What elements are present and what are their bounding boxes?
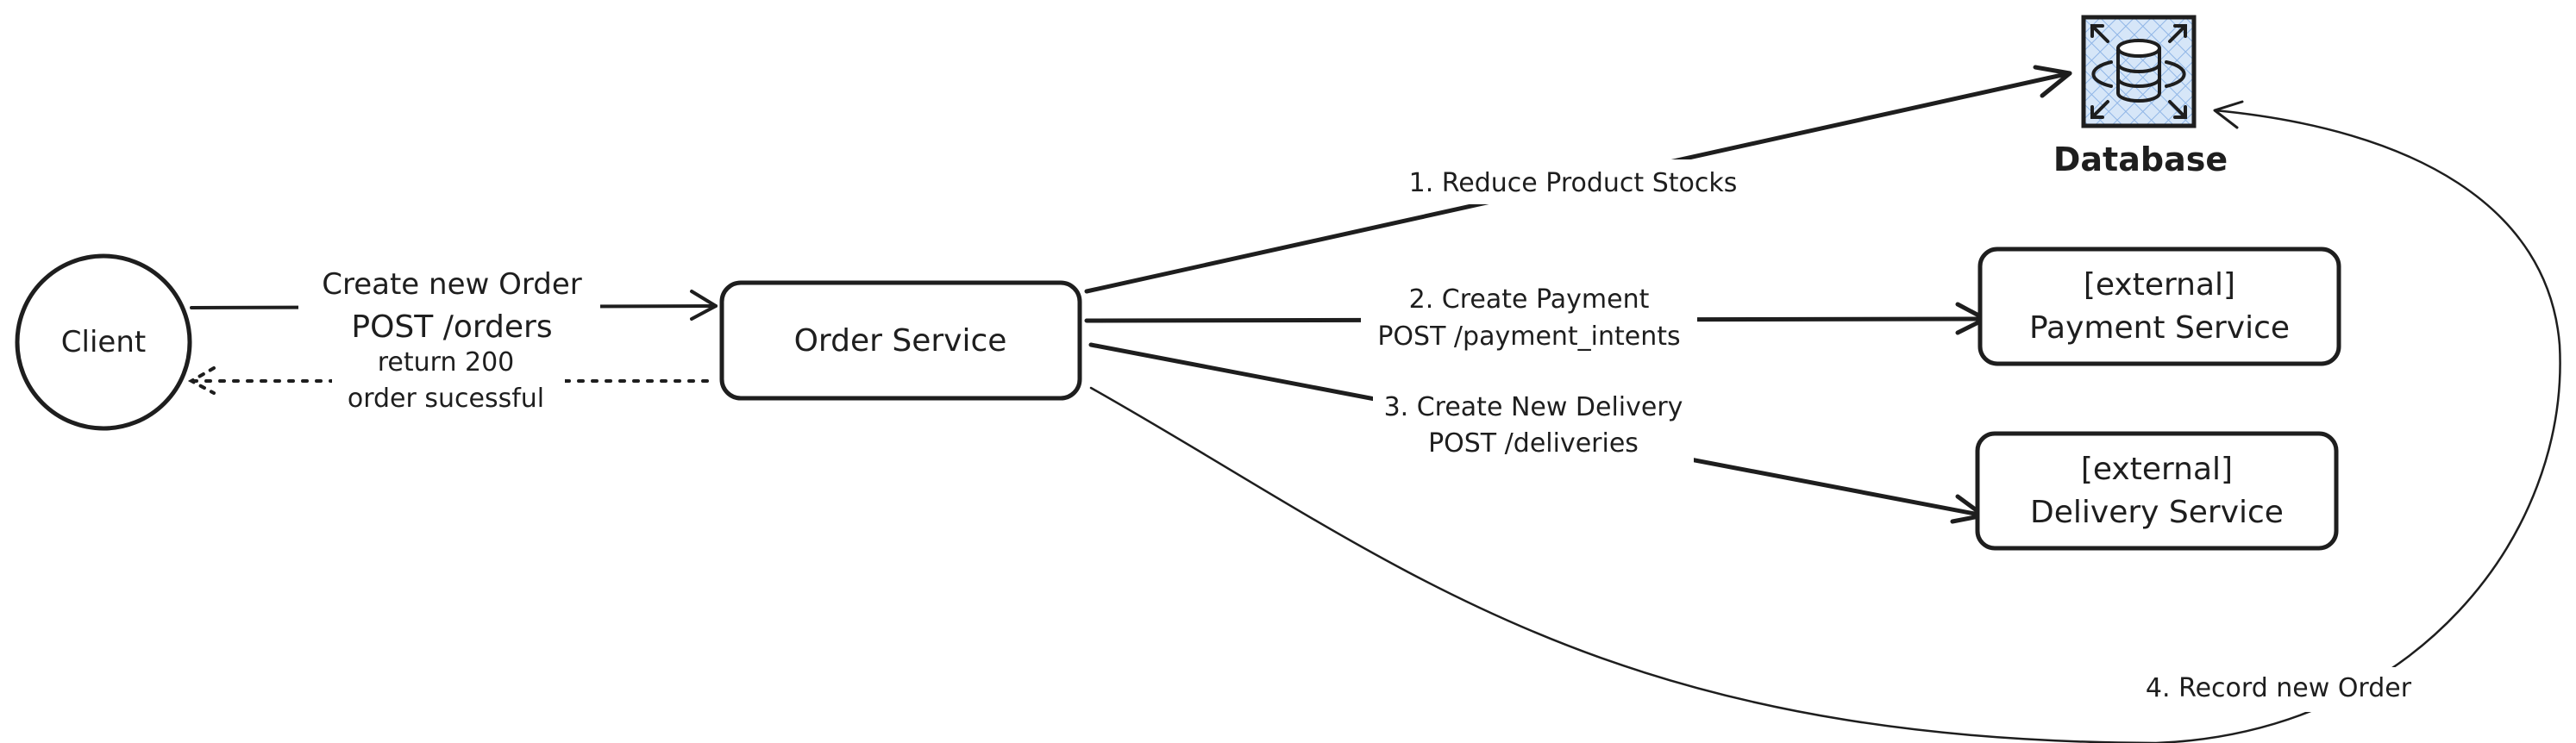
edge-create-payment-label-line1: 2. Create Payment (1409, 284, 1650, 315)
edge-reduce-stocks: 1. Reduce Product Stocks (1084, 65, 2072, 294)
edge-record-order-curve (1089, 109, 2561, 743)
edge-reduce-stocks-label: 1. Reduce Product Stocks (1409, 168, 1738, 198)
edge-create-delivery-label-line2: POST /deliveries (1428, 428, 1639, 459)
node-delivery-service: [external] Delivery Service (1975, 431, 2339, 551)
edge-create-order-label-bg (298, 263, 600, 351)
client-label: Client (61, 325, 146, 359)
edge-create-delivery-label-line1: 3. Create New Delivery (1384, 392, 1683, 422)
node-client: Client (15, 253, 192, 431)
edge-create-payment-label-line2: POST /payment_intents (1377, 322, 1680, 352)
payment-service-label-line1: [external] (2084, 267, 2235, 303)
edge-order-response-label-bg (332, 345, 565, 417)
edge-create-order: Create new Order POST /orders (190, 263, 718, 351)
arrowhead-icon (187, 366, 216, 395)
node-order-service: Order Service (719, 280, 1082, 401)
arrowhead-icon (2213, 100, 2244, 129)
order-service-box (719, 280, 1082, 401)
edge-order-response-label-line2: order sucessful (348, 384, 544, 414)
edge-record-order-label: 4. Record new Order (2146, 673, 2412, 703)
database-label: Database (2053, 140, 2228, 178)
edge-create-payment: 2. Create Payment POST /payment_intents (1084, 280, 1988, 359)
node-database: Database (2053, 15, 2228, 178)
edge-record-order: 4. Record new Order (1089, 100, 2561, 743)
edge-create-delivery-label-bg (1373, 386, 1694, 465)
edge-create-delivery: 3. Create New Delivery POST /deliveries (1088, 342, 1986, 524)
order-service-label: Order Service (794, 323, 1007, 359)
client-circle (15, 253, 192, 431)
edge-record-order-label-bg (2132, 667, 2425, 712)
payment-service-label-line2: Payment Service (2029, 310, 2290, 346)
delivery-service-box (1975, 431, 2339, 551)
edge-reduce-stocks-label-bg (1393, 159, 1753, 204)
edge-order-response: return 200 order sucessful (187, 345, 709, 417)
arrowhead-icon (2033, 65, 2072, 98)
arrowhead-icon (690, 290, 718, 321)
edge-create-order-label-line1: Create new Order (322, 267, 582, 302)
delivery-service-label-line1: [external] (2081, 452, 2233, 487)
edge-create-payment-label-bg (1361, 280, 1697, 359)
delivery-service-label-line2: Delivery Service (2030, 495, 2284, 530)
database-icon (2090, 24, 2187, 119)
edge-create-order-label-line2: POST /orders (351, 309, 552, 345)
node-payment-service: [external] Payment Service (1977, 247, 2341, 366)
payment-service-box (1977, 247, 2341, 366)
edge-order-response-label-line1: return 200 (378, 347, 515, 378)
